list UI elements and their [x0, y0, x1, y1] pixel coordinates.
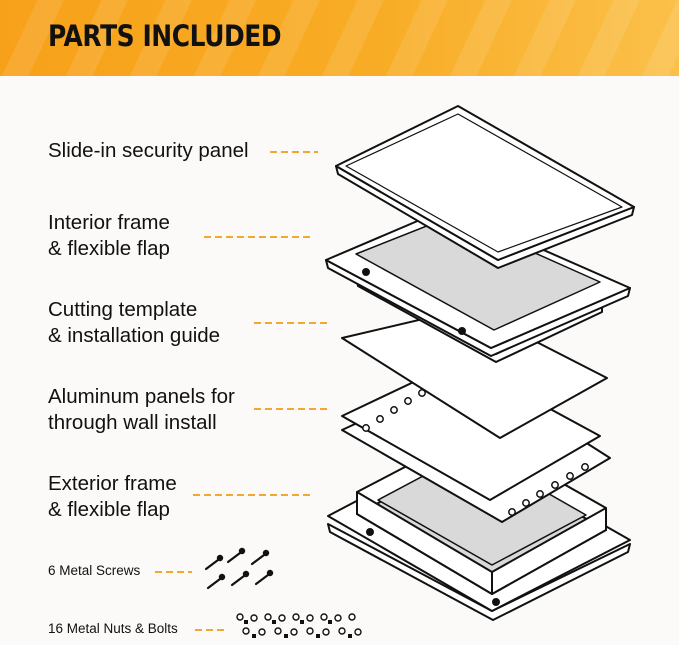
- part-label-line: & flexible flap: [48, 237, 170, 260]
- hardware-label-screws: 6 Metal Screws: [48, 563, 141, 578]
- screw-hole: [366, 528, 374, 536]
- parts-stack: [325, 105, 635, 621]
- nuts-bolts-icon: [236, 613, 362, 638]
- leader-lines: [155, 151, 328, 631]
- banner-stripes: [0, 0, 679, 76]
- part-label-line: Slide-in security panel: [48, 139, 249, 162]
- part-label-line: through wall install: [48, 411, 217, 434]
- part-label-line: Aluminum panels for: [48, 385, 235, 408]
- screw-hole: [492, 598, 500, 606]
- part-label-aluminum-panels: Aluminum panels for through wall install: [48, 384, 235, 436]
- screw-hole: [362, 268, 370, 276]
- hardware-label-nuts-bolts: 16 Metal Nuts & Bolts: [48, 621, 178, 636]
- part-label-line: & flexible flap: [48, 498, 170, 521]
- part-label-cutting-template: Cutting template & installation guide: [48, 297, 220, 349]
- part-label-security-panel: Slide-in security panel: [48, 138, 249, 164]
- part-label-line: Exterior frame: [48, 472, 177, 495]
- security-panel-part: [335, 105, 635, 269]
- banner-title: PARTS INCLUDED: [48, 19, 282, 53]
- parts-included-banner: PARTS INCLUDED: [0, 0, 679, 76]
- part-label-exterior-frame: Exterior frame & flexible flap: [48, 471, 177, 523]
- part-label-line: Cutting template: [48, 298, 198, 321]
- part-label-interior-frame: Interior frame & flexible flap: [48, 210, 170, 262]
- interior-frame-part: [325, 207, 631, 363]
- part-label-line: Interior frame: [48, 211, 170, 234]
- part-label-line: & installation guide: [48, 324, 221, 347]
- screws-icon: [204, 547, 274, 590]
- screw-hole: [458, 327, 466, 335]
